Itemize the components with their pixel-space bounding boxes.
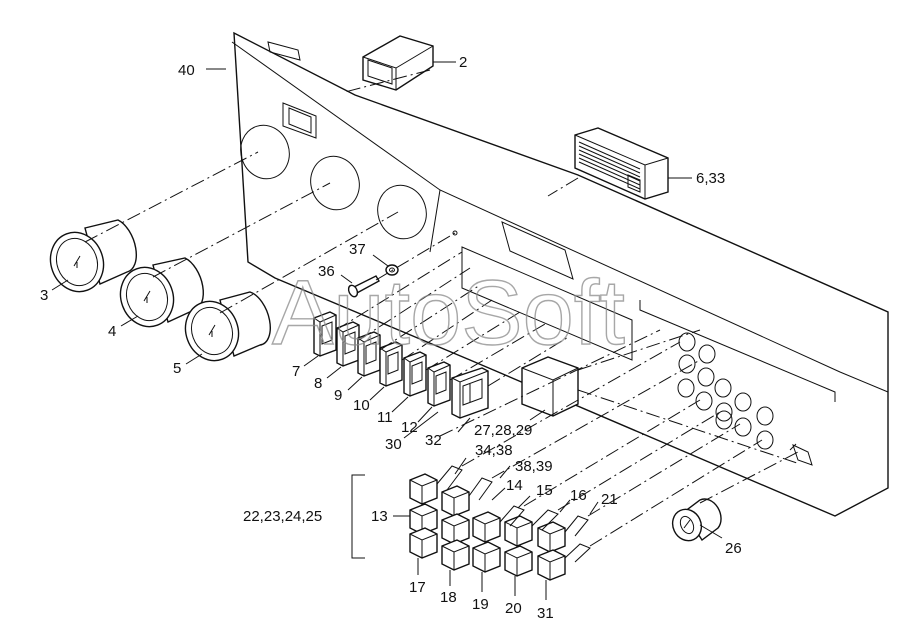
- switch-7: [313, 311, 337, 357]
- label-3: 3: [40, 287, 48, 304]
- label-9: 9: [334, 387, 342, 404]
- label-32: 32: [425, 432, 442, 449]
- gauge-5: [184, 291, 271, 362]
- label-22-23-24-25: 22,23,24,25: [243, 508, 322, 525]
- label-34-38: 34,38: [475, 442, 513, 459]
- label-7: 7: [292, 363, 300, 380]
- leader-lines: [51, 61, 723, 600]
- button-14-top: [441, 485, 470, 517]
- label-31: 31: [537, 605, 554, 622]
- label-8: 8: [314, 375, 322, 392]
- autosoft-watermark: AutoSoft: [272, 262, 625, 364]
- label-38-39: 38,39: [515, 458, 553, 475]
- dashboard-panel: [231, 31, 889, 517]
- switch-12: [427, 361, 451, 407]
- label-16: 16: [570, 487, 587, 504]
- label-2: 2: [459, 54, 467, 71]
- assembly-lines: [84, 69, 801, 547]
- button-19: [472, 541, 501, 573]
- label-27-28-29: 27,28,29: [474, 422, 532, 439]
- screw-36: [347, 275, 380, 298]
- label-5: 5: [173, 360, 181, 377]
- part-2-plug: [362, 35, 434, 91]
- button-13-mid: [409, 503, 438, 535]
- label-14: 14: [506, 477, 523, 494]
- part-labels: 40 2 6,33 37 36 3 4 5 7 8 9 10 11 12 30 …: [40, 54, 742, 622]
- lock-26: [671, 498, 722, 542]
- switch-30-32: [451, 367, 489, 419]
- label-15: 15: [536, 482, 553, 499]
- label-18: 18: [440, 589, 457, 606]
- label-11: 11: [377, 409, 393, 426]
- label-19: 19: [472, 596, 489, 613]
- label-12: 12: [401, 419, 418, 436]
- label-21: 21: [601, 491, 618, 508]
- label-17: 17: [409, 579, 426, 596]
- label-10: 10: [353, 397, 370, 414]
- label-26: 26: [725, 540, 742, 557]
- switch-11: [403, 351, 427, 397]
- button-13-top: [409, 473, 438, 505]
- button-16-top: [504, 515, 533, 547]
- push-buttons: [409, 465, 591, 581]
- part-6-33-grille: [574, 127, 669, 200]
- label-4: 4: [108, 323, 116, 340]
- button-31: [537, 549, 566, 581]
- button-21-top: [537, 521, 566, 553]
- label-37: 37: [349, 241, 366, 258]
- relay-27-28-29: [521, 356, 579, 417]
- label-20: 20: [505, 600, 522, 617]
- rocker-switches: [313, 311, 489, 419]
- button-18-mid: [441, 513, 470, 545]
- label-6-33: 6,33: [696, 170, 725, 187]
- button-15-top: [472, 511, 501, 543]
- gauge-4: [119, 257, 204, 328]
- label-13: 13: [371, 508, 388, 525]
- button-18: [441, 539, 470, 571]
- label-40: 40: [178, 62, 195, 79]
- gauge-3: [49, 219, 137, 293]
- button-20: [504, 545, 533, 577]
- label-30: 30: [385, 436, 402, 453]
- button-17: [409, 527, 438, 559]
- label-36: 36: [318, 263, 335, 280]
- switch-10: [379, 341, 403, 387]
